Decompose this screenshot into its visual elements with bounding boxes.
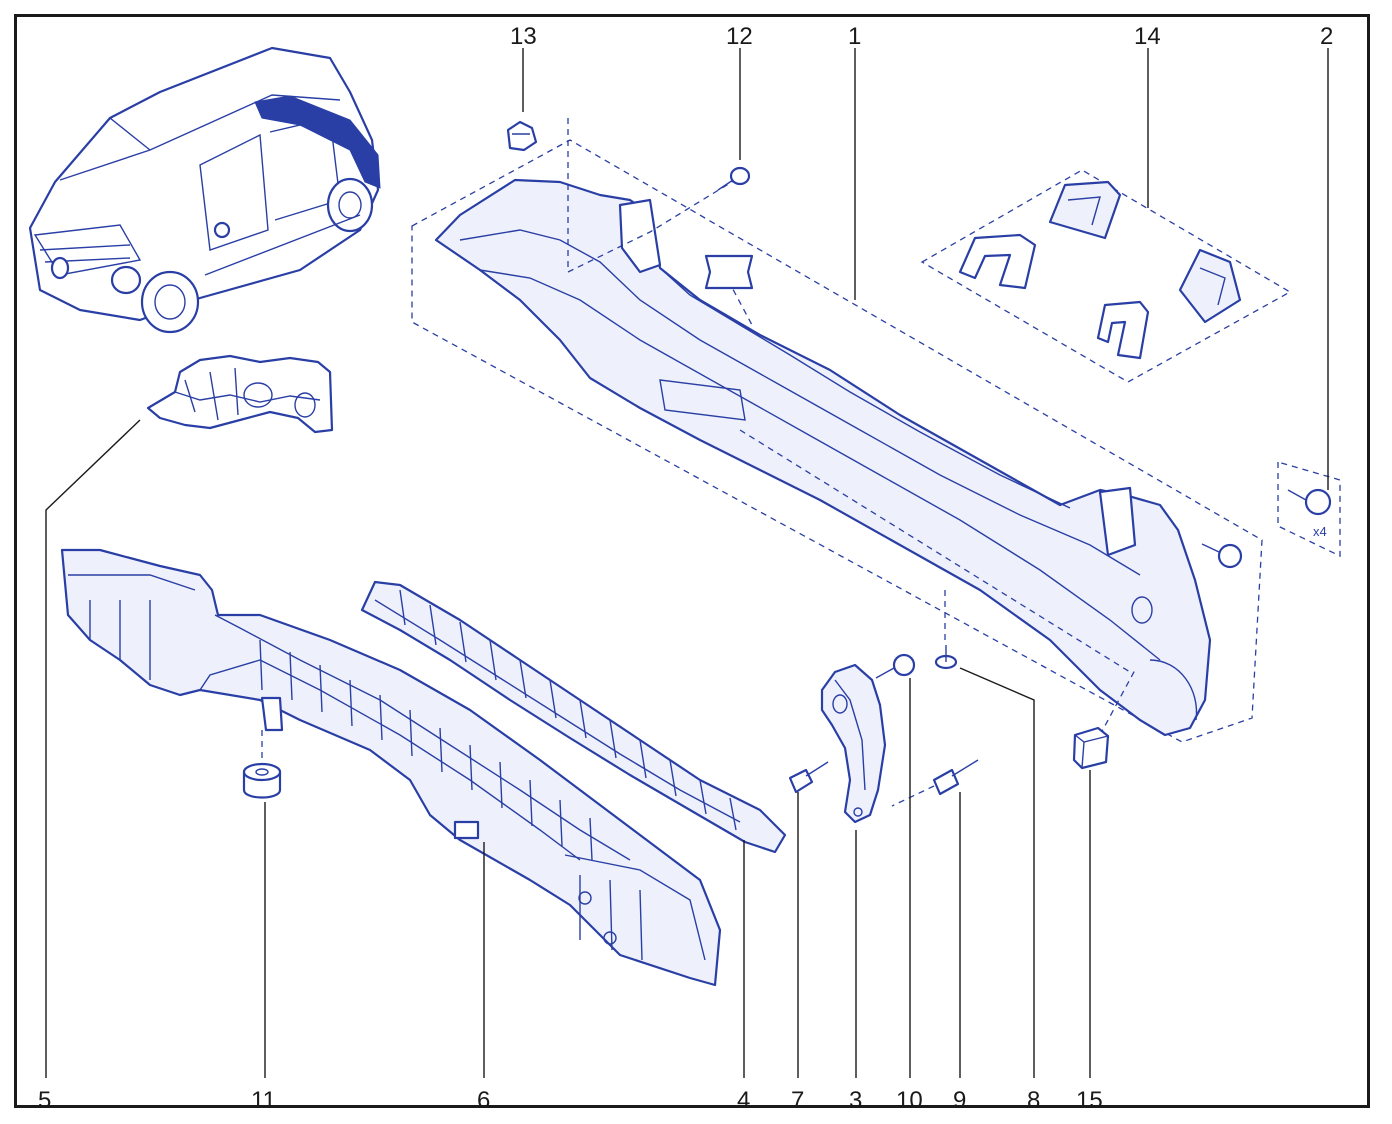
callout-5: 5: [38, 1087, 51, 1114]
leader-lines: [45, 48, 1329, 1078]
part-2-ring-clip: x4: [1277, 461, 1341, 558]
car-thumbnail: [28, 46, 381, 334]
part-3-side-bracket: [820, 663, 887, 824]
part-13-clip: [506, 120, 538, 152]
callout-2: 2: [1320, 23, 1333, 50]
callout-4: 4: [737, 1087, 750, 1114]
callout-6: 6: [477, 1087, 490, 1114]
callout-15: 15: [1076, 1087, 1103, 1114]
part-4-rail: [360, 580, 787, 854]
part-8-bolt: [934, 645, 958, 670]
callout-9: 9: [953, 1087, 966, 1114]
part-5-bracket: [146, 354, 334, 434]
part-7-rivet: [788, 761, 829, 794]
callout-3: 3: [849, 1087, 862, 1114]
callout-14: 14: [1134, 23, 1161, 50]
label-sticker: [704, 254, 754, 290]
part-10-screw: [875, 653, 916, 679]
callout-8: 8: [1027, 1087, 1040, 1114]
callout-12: 12: [726, 23, 753, 50]
callout-1: 1: [848, 23, 861, 50]
part-9-rivet: [891, 759, 979, 807]
part-1-bumper: [411, 139, 1263, 743]
callout-13: 13: [510, 23, 537, 50]
callout-10: 10: [896, 1087, 923, 1114]
quantity-note: x4: [1313, 524, 1327, 539]
callout-numbers: 13 12 1 14 2 5 11 6 4 7 3 10 9 8 15: [38, 23, 1333, 1114]
part-11-buffer: [242, 730, 282, 799]
part-6-absorber: [60, 548, 722, 987]
callout-7: 7: [791, 1087, 804, 1114]
part-14-caps: [920, 169, 1292, 383]
part-12-screw: [717, 166, 751, 191]
ring-clip-fitted: [1201, 543, 1243, 569]
part-15-pad: [1072, 726, 1110, 770]
callout-11: 11: [251, 1087, 276, 1114]
